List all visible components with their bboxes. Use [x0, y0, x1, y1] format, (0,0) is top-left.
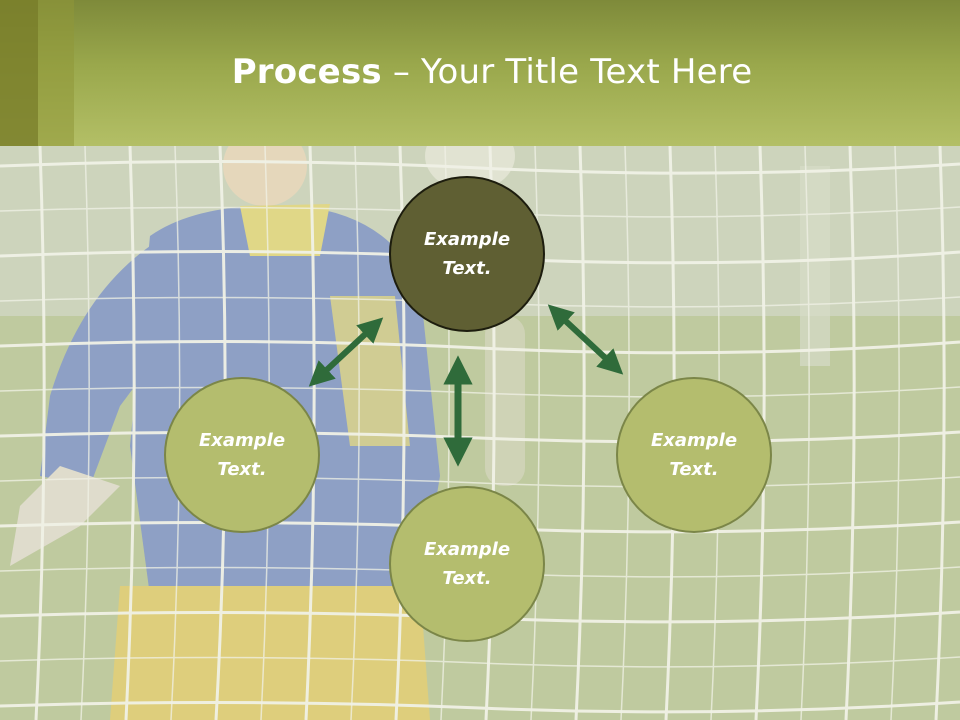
process-node-center-label: Example Text.	[423, 229, 511, 279]
slide-title-bold: Process	[231, 52, 382, 92]
title-bar: Process – Your Title Text Here	[0, 0, 960, 146]
process-node-center[interactable]: Example Text.	[389, 176, 545, 332]
header-accent-strip	[38, 0, 74, 146]
process-node-left[interactable]: Example Text.	[164, 377, 320, 533]
header-accent-strip	[0, 0, 38, 146]
slide-title[interactable]: Process – Your Title Text Here	[0, 52, 960, 92]
process-node-bottom[interactable]: Example Text.	[389, 486, 545, 642]
slide-title-rest: – Your Title Text Here	[381, 52, 753, 92]
process-node-right[interactable]: Example Text.	[616, 377, 772, 533]
process-node-right-label: Example Text.	[650, 430, 738, 480]
arrow-center-right	[547, 304, 624, 375]
arrow-center-left	[308, 317, 384, 387]
process-node-left-label: Example Text.	[198, 430, 286, 480]
process-node-bottom-label: Example Text.	[423, 539, 511, 589]
